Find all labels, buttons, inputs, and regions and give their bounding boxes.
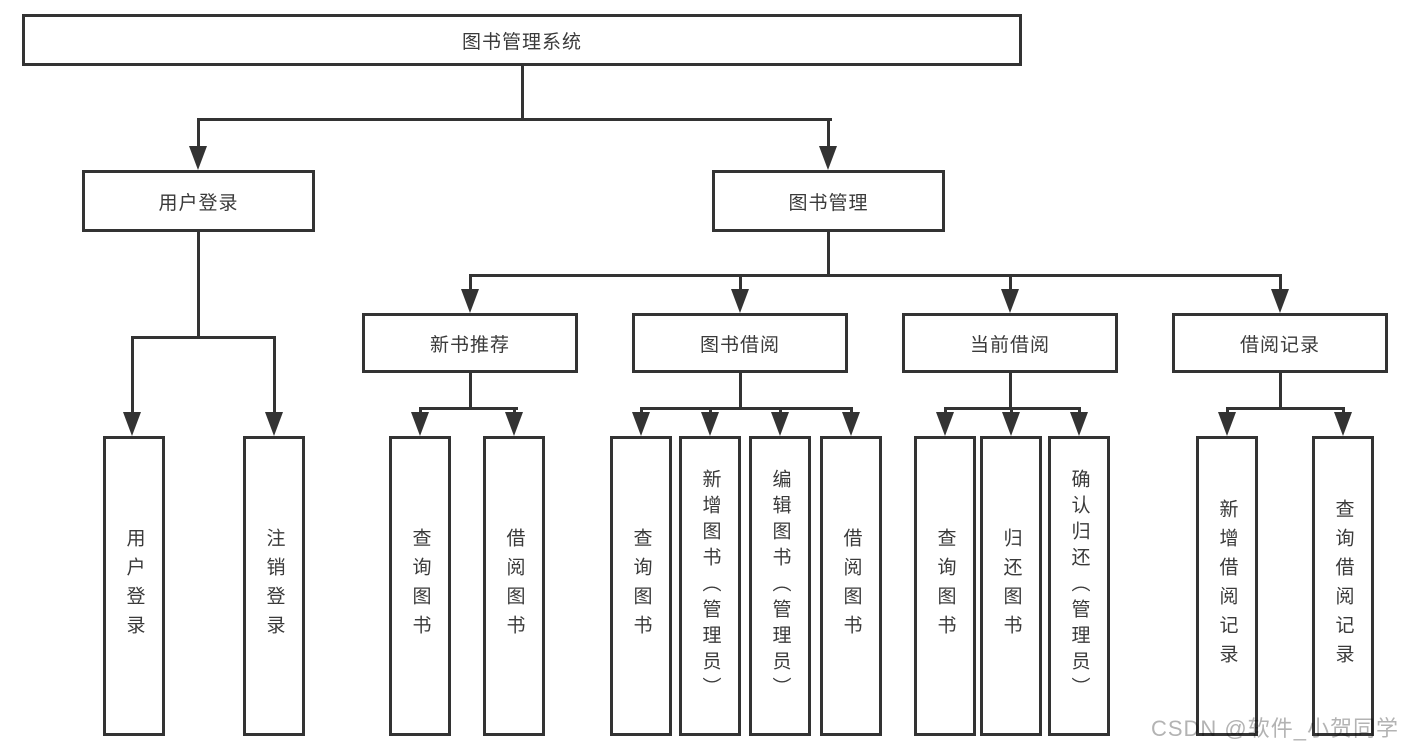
connector-drop-user-login bbox=[196, 118, 200, 150]
leaf-label: 编辑图书（管理员） bbox=[769, 469, 791, 703]
leaf-label: 借阅图书 bbox=[840, 528, 862, 644]
leaf-query-books-borrow: 查询图书 bbox=[610, 436, 672, 736]
arrowhead bbox=[1334, 412, 1352, 436]
connector-root-bus bbox=[196, 118, 832, 121]
connector-drop bbox=[639, 407, 643, 416]
connector-drop-new-book bbox=[468, 274, 472, 292]
connector-newbook-stub bbox=[468, 373, 472, 410]
connector-drop bbox=[418, 407, 422, 416]
arrowhead-book-borrow bbox=[731, 289, 749, 313]
arrowhead bbox=[1070, 412, 1088, 436]
arrowhead bbox=[1002, 412, 1020, 436]
arrowhead-borrow-record bbox=[1271, 289, 1289, 313]
leaf-add-book-admin: 新增图书（管理员） bbox=[679, 436, 741, 736]
leaf-label: 借阅图书 bbox=[503, 528, 525, 644]
node-label: 用户登录 bbox=[158, 192, 239, 214]
arrowhead bbox=[411, 412, 429, 436]
leaf-label: 确认归还（管理员） bbox=[1068, 469, 1090, 703]
leaf-user-login: 用户登录 bbox=[103, 436, 165, 736]
connector-bookborrow-bus bbox=[639, 407, 853, 410]
connector-drop-current-borrow bbox=[1008, 274, 1012, 292]
arrowhead bbox=[1218, 412, 1236, 436]
arrowhead bbox=[936, 412, 954, 436]
node-borrow-record: 借阅记录 bbox=[1172, 313, 1388, 373]
connector-root-stub bbox=[520, 66, 524, 120]
leaf-label: 查询图书 bbox=[934, 528, 956, 644]
arrowhead bbox=[505, 412, 523, 436]
arrowhead-book-management bbox=[819, 146, 837, 170]
connector-drop-leaf-logout bbox=[272, 336, 276, 416]
leaf-label: 归还图书 bbox=[1000, 528, 1022, 644]
leaf-query-books-current: 查询图书 bbox=[914, 436, 976, 736]
arrowhead bbox=[701, 412, 719, 436]
connector-newbook-bus bbox=[418, 407, 518, 410]
node-label: 图书管理 bbox=[788, 192, 869, 214]
connector-drop-book-management bbox=[826, 118, 830, 150]
connector-drop-leaf-login bbox=[130, 336, 134, 416]
node-label: 图书借阅 bbox=[699, 334, 780, 356]
connector-drop bbox=[1341, 407, 1345, 416]
connector-drop bbox=[512, 407, 516, 416]
connector-drop bbox=[1225, 407, 1229, 416]
leaf-label: 注销登录 bbox=[263, 528, 285, 644]
connector-drop bbox=[849, 407, 853, 416]
node-user-login: 用户登录 bbox=[82, 170, 315, 232]
connector-drop bbox=[1009, 407, 1013, 416]
node-label: 图书管理系统 bbox=[461, 31, 582, 53]
connector-bookmgmt-stub bbox=[826, 232, 830, 274]
leaf-label: 查询图书 bbox=[630, 528, 652, 644]
node-new-book-recommend: 新书推荐 bbox=[362, 313, 578, 373]
leaf-logout: 注销登录 bbox=[243, 436, 305, 736]
arrowhead-user-login bbox=[189, 146, 207, 170]
leaf-edit-book-admin: 编辑图书（管理员） bbox=[749, 436, 811, 736]
connector-bookmgmt-bus bbox=[468, 274, 1282, 277]
leaf-borrow-books: 借阅图书 bbox=[820, 436, 882, 736]
node-label: 借阅记录 bbox=[1239, 334, 1320, 356]
connector-borrowrecord-stub bbox=[1278, 373, 1282, 410]
connector-bookborrow-stub bbox=[738, 373, 742, 410]
connector-borrowrecord-bus bbox=[1225, 407, 1345, 410]
node-label: 当前借阅 bbox=[969, 334, 1050, 356]
node-book-borrow: 图书借阅 bbox=[632, 313, 848, 373]
leaf-confirm-return-admin: 确认归还（管理员） bbox=[1048, 436, 1110, 736]
connector-userlogin-bus bbox=[130, 336, 275, 339]
node-label: 新书推荐 bbox=[429, 334, 510, 356]
csdn-watermark: CSDN @软件_小贺同学 bbox=[1150, 716, 1399, 741]
leaf-query-borrow-record: 查询借阅记录 bbox=[1312, 436, 1374, 736]
arrowhead-leaf-login bbox=[123, 412, 141, 436]
node-current-borrow: 当前借阅 bbox=[902, 313, 1118, 373]
leaf-label: 新增借阅记录 bbox=[1216, 499, 1238, 673]
connector-drop-book-borrow bbox=[738, 274, 742, 292]
node-library-management-system: 图书管理系统 bbox=[22, 14, 1022, 66]
arrowhead-current-borrow bbox=[1001, 289, 1019, 313]
connector-drop bbox=[708, 407, 712, 416]
leaf-query-books-recommend: 查询图书 bbox=[389, 436, 451, 736]
leaf-label: 用户登录 bbox=[123, 528, 145, 644]
connector-drop bbox=[778, 407, 782, 416]
leaf-label: 新增图书（管理员） bbox=[699, 469, 721, 703]
connector-drop bbox=[943, 407, 947, 416]
arrowhead bbox=[842, 412, 860, 436]
connector-drop bbox=[1077, 407, 1081, 416]
arrowhead-new-book bbox=[461, 289, 479, 313]
leaf-add-borrow-record: 新增借阅记录 bbox=[1196, 436, 1258, 736]
arrowhead bbox=[632, 412, 650, 436]
leaf-return-book: 归还图书 bbox=[980, 436, 1042, 736]
connector-currentborrow-stub bbox=[1008, 373, 1012, 410]
leaf-borrow-books-recommend: 借阅图书 bbox=[483, 436, 545, 736]
arrowhead bbox=[771, 412, 789, 436]
leaf-label: 查询图书 bbox=[409, 528, 431, 644]
connector-userlogin-stub bbox=[196, 232, 200, 336]
leaf-label: 查询借阅记录 bbox=[1332, 499, 1354, 673]
connector-drop-borrow-record bbox=[1278, 274, 1282, 292]
node-book-management: 图书管理 bbox=[712, 170, 945, 232]
arrowhead-leaf-logout bbox=[265, 412, 283, 436]
